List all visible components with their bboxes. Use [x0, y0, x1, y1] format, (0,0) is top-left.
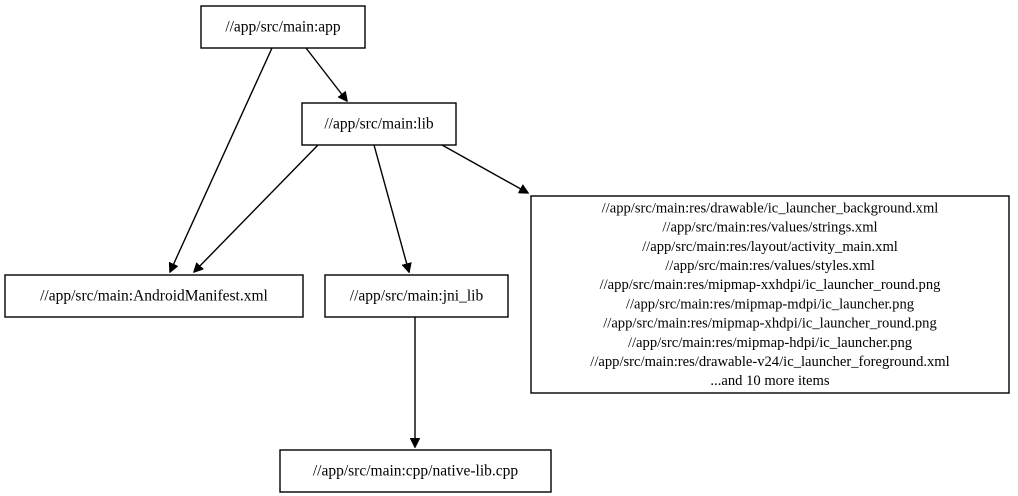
node-box-native_lib — [279, 449, 552, 493]
node-label-line: //app/src/main:res/mipmap-xxhdpi/ic_laun… — [600, 277, 942, 293]
node-label-line: //app/src/main:res/values/styles.xml — [665, 258, 875, 274]
graph-edge-lib-to-manifest — [194, 144, 319, 272]
node-label-line: //app/src/main:res/mipmap-xhdpi/ic_launc… — [603, 316, 937, 332]
node-label-jni_lib: //app/src/main:jni_lib — [350, 288, 484, 305]
node-box-manifest — [4, 274, 304, 318]
node-label-app: //app/src/main:app — [225, 19, 341, 36]
edges-layer — [170, 47, 528, 447]
node-label-line: ...and 10 more items — [710, 373, 829, 389]
node-label-line: //app/src/main:res/mipmap-hdpi/ic_launch… — [628, 335, 913, 351]
graph-node-jni_lib[interactable]: //app/src/main:jni_lib — [324, 274, 509, 318]
graph-node-resources[interactable]: //app/src/main:res/drawable/ic_launcher_… — [530, 195, 1010, 394]
node-label-native_lib: //app/src/main:cpp/native-lib.cpp — [313, 463, 519, 480]
nodes-layer: //app/src/main:app //app/src/main:lib //ap… — [4, 5, 1010, 493]
node-box-lib — [301, 102, 457, 146]
graph-edge-lib-to-resources — [441, 144, 528, 193]
node-label-line: //app/src/main:res/layout/activity_main.… — [642, 239, 898, 255]
graph-node-manifest[interactable]: //app/src/main:AndroidManifest.xml — [4, 274, 304, 318]
node-label-line: //app/src/main:res/drawable/ic_launcher_… — [602, 200, 939, 216]
graph-edge-app-to-lib — [305, 47, 347, 101]
node-label-manifest: //app/src/main:AndroidManifest.xml — [40, 288, 268, 305]
graph-edge-lib-to-jni-lib — [373, 144, 409, 272]
node-box-resources — [530, 195, 1010, 394]
graph-node-lib[interactable]: //app/src/main:lib — [301, 102, 457, 146]
node-label-line: //app/src/main:res/drawable-v24/ic_launc… — [590, 354, 949, 370]
node-label-line: //app/src/main:res/mipmap-mdpi/ic_launch… — [626, 296, 915, 312]
node-label-line: //app/src/main:res/values/strings.xml — [662, 220, 877, 236]
graph-edge-app-to-manifest — [170, 47, 273, 272]
graph-node-app[interactable]: //app/src/main:app — [200, 5, 366, 49]
node-box-app — [200, 5, 366, 49]
node-label-lib: //app/src/main:lib — [324, 116, 434, 133]
node-box-jni_lib — [324, 274, 509, 318]
graph-node-native_lib[interactable]: //app/src/main:cpp/native-lib.cpp — [279, 449, 552, 493]
